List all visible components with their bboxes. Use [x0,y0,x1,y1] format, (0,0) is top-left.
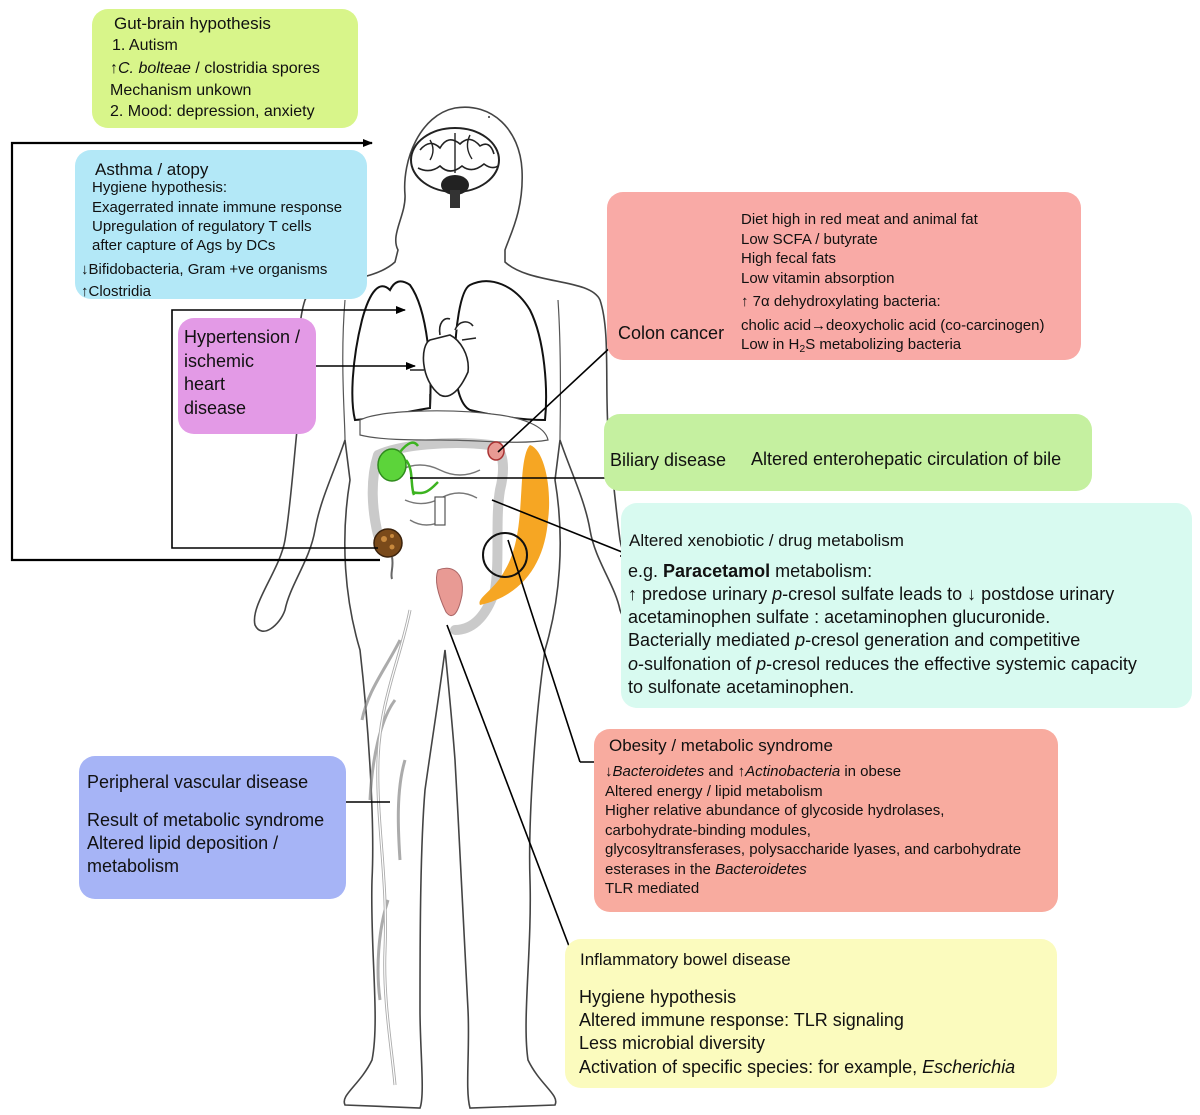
xenobiotic-line-3: acetaminophen sulfate : acetaminophen gl… [628,607,1051,627]
rectum-highlight-circle [482,532,528,578]
arm-inner-line [557,299,562,441]
obesity-title: Obesity / metabolic syndrome [609,736,833,755]
gut-brain-line-3: Mechanism unkown [110,82,252,99]
biliary-label: Biliary disease [610,450,727,470]
obesity-connector [507,539,581,763]
gut-brain-box: Gut-brain hypothesis 1. Autism ↑C. bolte… [92,9,358,128]
xenobiotic-line-1: e.g. Paracetamol metabolism: [628,561,873,581]
obesity-line-4: carbohydrate-binding modules, [605,822,811,839]
ibd-line-1: Hygiene hypothesis [579,987,737,1007]
hypertension-box: Hypertension / ischemic heart disease [178,318,316,434]
colon-line-4: Low vitamin absorption [741,270,895,287]
colon-tumor-icon [487,441,505,461]
xenobiotic-title: Altered xenobiotic / drug metabolism [629,531,904,550]
hypertension-line-3: heart [184,374,226,394]
ibd-line-3: Less microbial diversity [579,1033,766,1053]
gut-brain-title: Gut-brain hypothesis [114,14,271,33]
obesity-line-6: esterases in the Bacteroidetes [605,861,807,878]
colon-line-6: cholic acid→deoxycholic acid (co-carcino… [741,317,1045,334]
caecum-microbiota-icon [373,528,403,580]
obesity-line-5: glycosyltransferases, polysaccharide lya… [605,841,1022,858]
xenobiotic-box: Altered xenobiotic / drug metabolism e.g… [621,503,1192,708]
peripheral-line-2: Altered lipid deposition / [87,833,279,853]
colon-line-3: High fecal fats [741,250,837,267]
colon-cancer-label: Colon cancer [618,323,725,343]
peripheral-line-3: metabolism [87,856,180,876]
asthma-line-4: after capture of Ags by DCs [92,237,276,254]
liver-outline [359,410,549,443]
colon-line-1: Diet high in red meat and animal fat [741,211,978,228]
gut-brain-line-2: ↑C. bolteae / clostridia spores [110,60,320,77]
obesity-line-2: Altered energy / lipid metabolism [605,783,823,800]
asthma-line-1: Hygiene hypothesis: [92,179,228,196]
brain-icon [410,127,500,208]
xenobiotic-line-4: Bacterially mediated p-cresol generation… [628,630,1081,650]
gallbladder-icon [377,441,439,496]
ibd-connector [446,624,581,976]
colon-line-2: Low SCFA / butyrate [741,231,878,248]
xenobiotic-line-6: to sulfonate acetaminophen. [628,677,855,697]
hypertension-line-1: Hypertension / [184,327,301,347]
rectum-icon [435,567,463,617]
obesity-line-1: ↓Bacteroidetes and ↑Actinobacteria in ob… [605,763,902,780]
gut-brain-line-1: 1. Autism [112,37,178,54]
obesity-line-7: TLR mediated [605,880,700,897]
colon-line-5: ↑ 7α dehydroxylating bacteria: [741,293,941,310]
asthma-lung-connector [171,306,406,549]
hypertension-line-4: disease [184,398,247,418]
ibd-line-2: Altered immune response: TLR signaling [579,1010,904,1030]
asthma-box: Asthma / atopy Hygiene hypothesis: Exage… [75,150,367,299]
ibd-title: Inflammatory bowel disease [580,950,791,969]
asthma-title: Asthma / atopy [95,160,209,179]
hypertension-line-2: ischemic [184,351,255,371]
appendix-tube [434,496,446,526]
ibd-box: Inflammatory bowel disease Hygiene hypot… [565,939,1057,1088]
xenobiotic-line-2: ↑ predose urinary p-cresol sulfate leads… [628,584,1115,604]
obesity-line-3: Higher relative abundance of glycoside h… [605,802,945,819]
asthma-line-3: Upregulation of regulatory T cells [92,218,312,235]
gut-brain-connector [10,139,380,562]
xenobiotic-connector [491,499,633,557]
colon-cancer-connector [497,342,616,453]
biliary-box: Biliary disease Altered enterohepatic ci… [604,414,1092,491]
peripheral-line-1: Result of metabolic syndrome [87,810,325,830]
leg-veins [377,609,411,1086]
peripheral-title: Peripheral vascular disease [87,772,309,792]
biliary-text: Altered enterohepatic circulation of bil… [751,449,1062,469]
peripheral-vascular-box: Peripheral vascular disease Result of me… [79,756,346,899]
asthma-line-2: Exagerrated innate immune response [92,199,343,216]
asthma-line-5: ↓Bifidobacteria, Gram +ve organisms [81,261,328,278]
gut-brain-line-4: 2. Mood: depression, anxiety [110,103,315,120]
colon-line-7: Low in H2S metabolizing bacteria [741,336,962,355]
asthma-line-6: ↑Clostridia [81,283,152,300]
orange-organ-shape [479,445,550,605]
obesity-box: Obesity / metabolic syndrome ↓Bacteroide… [594,729,1058,912]
colon-cancer-box: Diet high in red meat and animal fat Low… [607,192,1081,360]
xenobiotic-line-5: o-sulfonation of p-cresol reduces the ef… [628,654,1137,674]
heart-icon [410,317,477,408]
ibd-line-4: Activation of specific species: for exam… [579,1057,1016,1077]
colon-outline [367,438,508,635]
arm-inner-line [342,299,346,441]
